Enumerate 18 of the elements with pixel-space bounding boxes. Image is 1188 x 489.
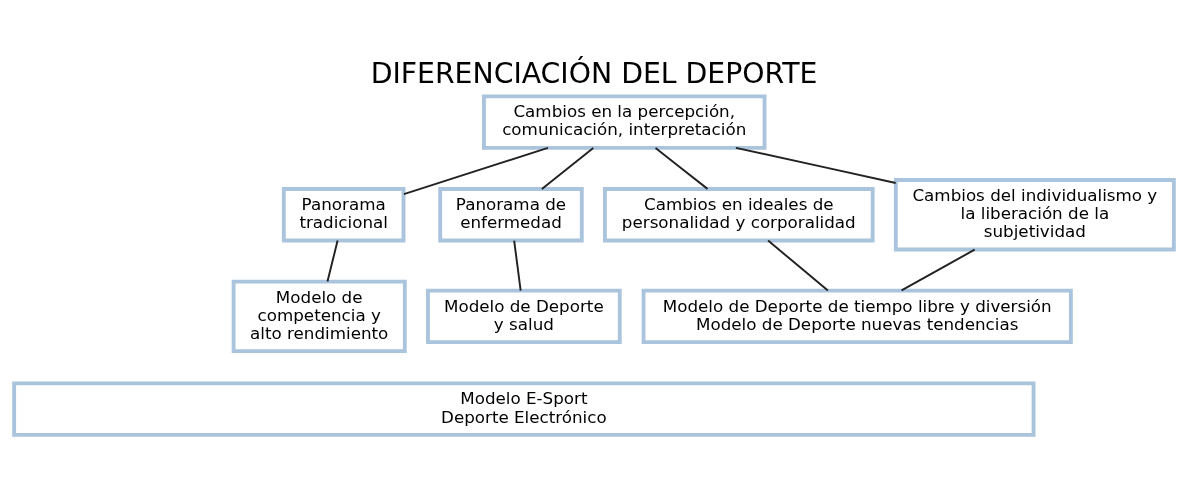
- connector: [654, 146, 709, 190]
- node-box: Cambios en la percepción, comunicación, interpretación: [482, 93, 767, 150]
- node-box: Modelo de competencia y alto rendimiento: [231, 279, 407, 353]
- connector: [402, 146, 549, 195]
- node-box: Modelo de Deporte y salud: [426, 288, 622, 344]
- node-box: Modelo E-Sport Deporte Electrónico: [12, 380, 1036, 437]
- connector: [540, 146, 595, 190]
- node-box: Cambios del individualismo y la liberación de la subjetividad: [893, 177, 1176, 251]
- node-box: Cambios en ideales de personalidad y corporalidad: [603, 186, 875, 242]
- node-box: Modelo de Deporte de tiempo libre y diversión Modelo de Deporte nuevas tendencias: [641, 288, 1073, 344]
- connector: [513, 239, 522, 292]
- connector: [734, 146, 897, 184]
- connector: [900, 248, 976, 291]
- connector: [767, 239, 829, 292]
- node-box: Panorama tradicional: [281, 186, 406, 242]
- connector: [326, 239, 339, 283]
- node-box: Panorama de enfermedad: [438, 186, 584, 242]
- diagram-title: DIFERENCIACIÓN DEL DEPORTE: [370, 56, 818, 90]
